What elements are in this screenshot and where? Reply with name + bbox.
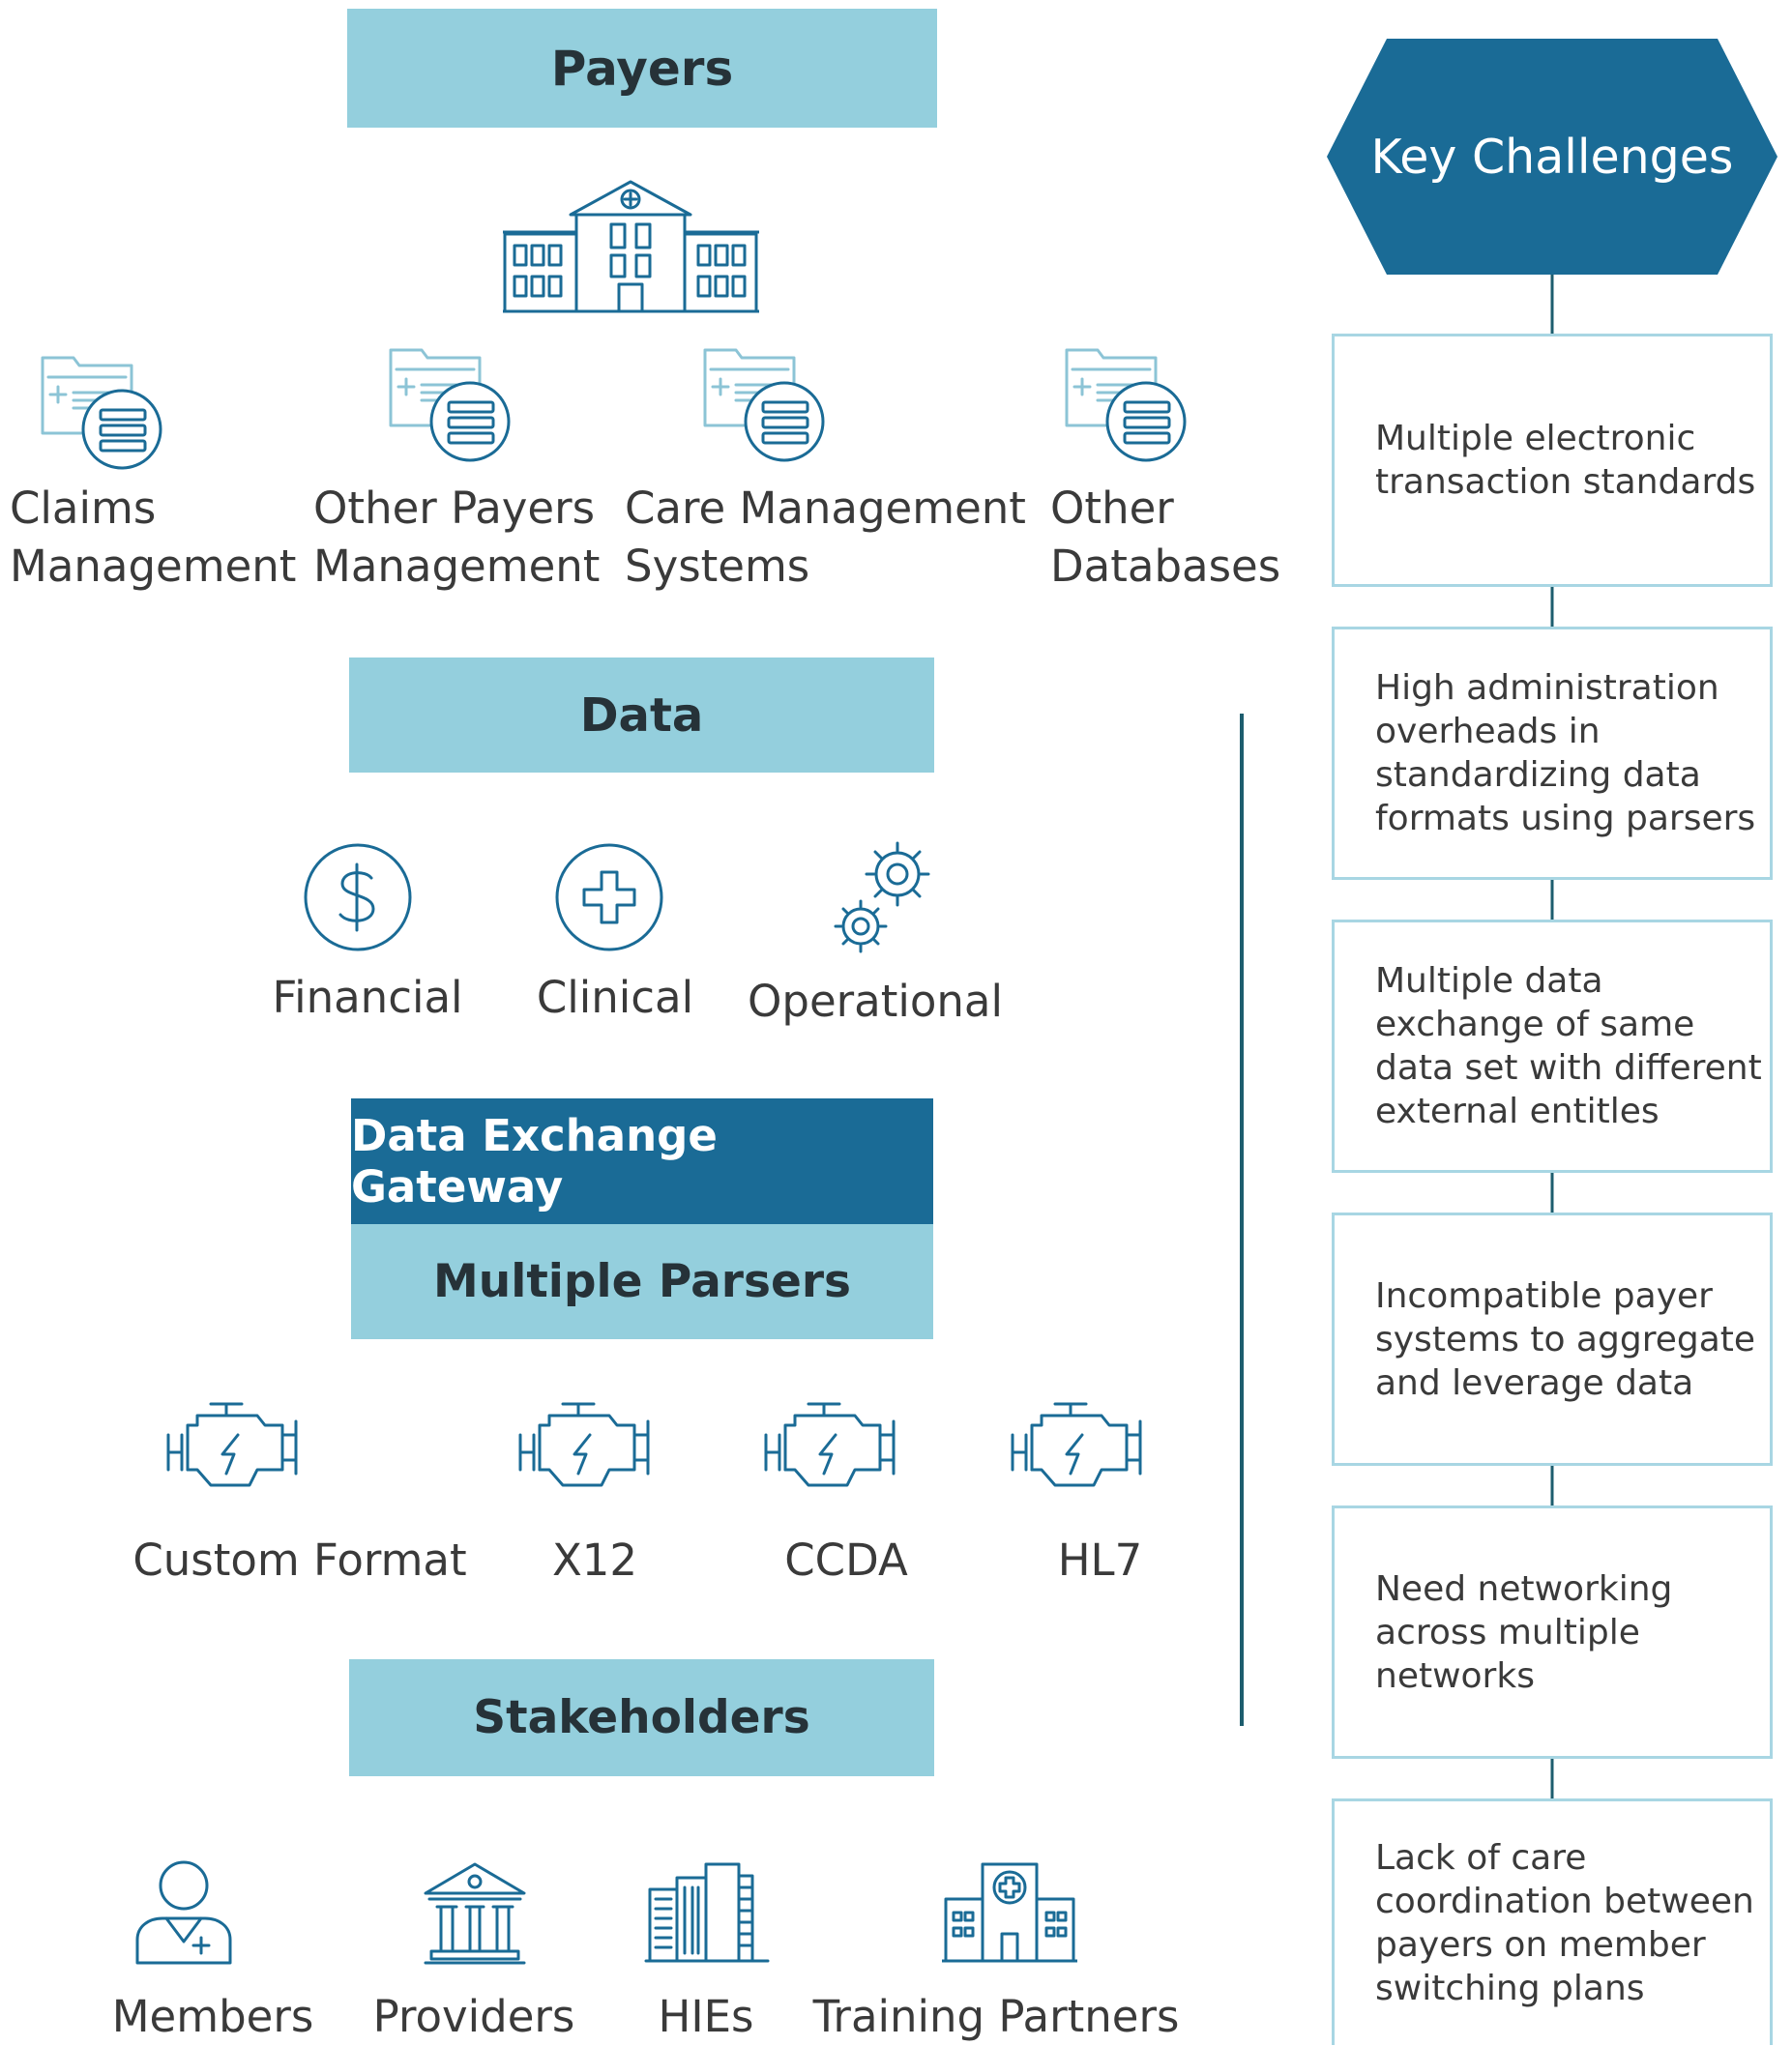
hospital-icon xyxy=(942,1862,1077,1963)
challenge-text: Multiple electronic transaction standard… xyxy=(1375,419,1756,502)
data-exchange-gateway-banner: Data Exchange Gateway xyxy=(351,1098,933,1224)
medical-cross-icon xyxy=(555,843,663,951)
payer-system-label: Other Payers Management xyxy=(313,480,613,596)
payer-system-line: Other xyxy=(1050,482,1174,534)
stakeholder-label: HIEs xyxy=(658,1991,754,2042)
payer-system-line: Management xyxy=(313,541,601,592)
parser-label: CCDA xyxy=(784,1534,908,1586)
payers-banner: Payers xyxy=(347,9,937,128)
stakeholders-banner: Stakeholders xyxy=(349,1659,934,1776)
dollar-icon xyxy=(304,843,412,951)
payer-system-line: Management xyxy=(10,541,297,592)
parser-engine-icon xyxy=(518,1402,650,1487)
hie-buildings-icon xyxy=(644,1862,770,1963)
challenge-text: Lack of care coordination between payers… xyxy=(1375,1838,1754,2008)
challenge-text: Multiple data exchange of same data set … xyxy=(1375,961,1762,1131)
care-management-database-icon xyxy=(703,348,825,462)
payer-system-label: Claims Management xyxy=(10,480,300,596)
member-icon xyxy=(135,1860,232,1965)
challenge-box: Multiple data exchange of same data set … xyxy=(1332,920,1773,1173)
claims-database-icon xyxy=(41,356,162,470)
stakeholder-label: Members xyxy=(111,1991,314,2042)
gears-icon xyxy=(834,841,930,953)
payer-system-line: Claims xyxy=(10,482,157,534)
challenge-box: High administration overheads in standar… xyxy=(1332,627,1773,880)
data-type-label: Financial xyxy=(272,972,463,1023)
payer-system-line: Other Payers xyxy=(313,482,596,534)
other-databases-icon xyxy=(1065,348,1187,462)
parser-label: X12 xyxy=(551,1534,638,1586)
parser-engine-icon xyxy=(1011,1402,1142,1487)
payer-system-label: Care Management Systems xyxy=(625,480,1031,596)
payer-system-label: Other Databases xyxy=(1050,480,1282,596)
key-challenges-hexagon xyxy=(1327,39,1777,275)
payer-system-line: Systems xyxy=(625,541,810,592)
data-type-label: Clinical xyxy=(536,972,694,1023)
providers-building-icon xyxy=(424,1862,526,1965)
payer-system-line: Databases xyxy=(1050,541,1281,592)
challenge-box: Multiple electronic transaction standard… xyxy=(1332,334,1773,587)
key-challenges-title: Key Challenges xyxy=(1370,129,1734,185)
challenge-text: Need networking across multiple networks xyxy=(1375,1568,1673,1696)
parser-engine-icon xyxy=(764,1402,896,1487)
challenge-text: High administration overheads in standar… xyxy=(1375,668,1756,838)
other-payers-database-icon xyxy=(389,348,511,462)
parser-label: Custom Format xyxy=(132,1534,467,1586)
stakeholder-label: Providers xyxy=(372,1991,575,2042)
multiple-parsers-banner: Multiple Parsers xyxy=(351,1224,933,1339)
challenge-box: Need networking across multiple networks xyxy=(1332,1505,1773,1759)
parser-label: HL7 xyxy=(1057,1534,1143,1586)
challenge-text: Incompatible payer systems to aggregate … xyxy=(1375,1275,1756,1403)
parser-engine-icon xyxy=(166,1402,298,1487)
challenge-box: Lack of care coordination between payers… xyxy=(1332,1798,1773,2045)
hospital-building-icon xyxy=(503,180,759,313)
data-type-label: Operational xyxy=(747,976,1004,1027)
stakeholder-label: Training Partners xyxy=(812,1991,1180,2042)
challenge-box: Incompatible payer systems to aggregate … xyxy=(1332,1213,1773,1466)
data-banner: Data xyxy=(349,658,934,773)
payer-system-line: Care Management xyxy=(625,482,1026,534)
